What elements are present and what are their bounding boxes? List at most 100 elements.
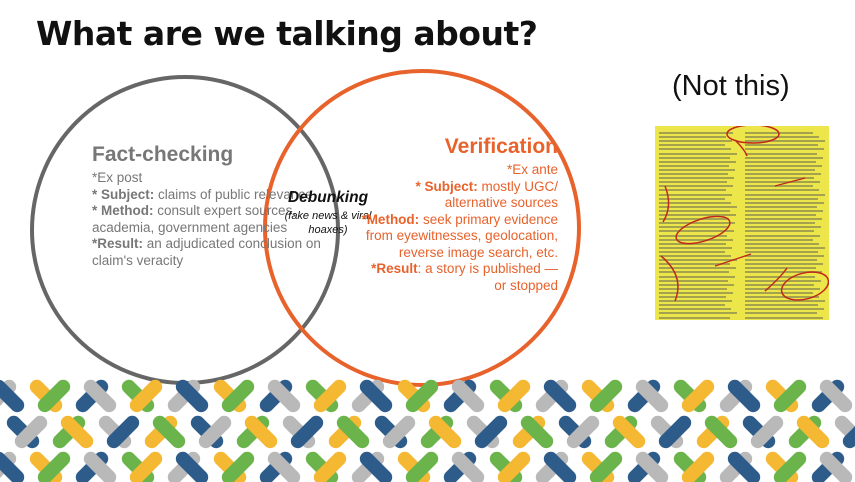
pattern-pill (497, 379, 531, 413)
document-text-line (745, 148, 824, 151)
document-text-line (745, 304, 818, 307)
document-text-line (745, 156, 823, 159)
pattern-pill (451, 379, 485, 413)
verification-result: *Result: a story is published — or stopp… (358, 261, 558, 294)
pattern-pill (244, 415, 278, 449)
document-text-line (659, 246, 732, 249)
document-text-line (659, 148, 731, 151)
pattern-pill (474, 415, 508, 449)
result-text: : a story is published — or stopped (417, 261, 558, 293)
document-text-line (745, 144, 818, 147)
pattern-pill (152, 415, 186, 449)
pattern-pill (543, 379, 577, 413)
document-text-line (659, 222, 735, 225)
pattern-pill (543, 451, 577, 482)
document-text-line (659, 259, 737, 262)
document-text-line (745, 177, 814, 180)
method-label: * Method: (92, 203, 154, 218)
pattern-pill (405, 451, 439, 482)
pattern-pill (359, 451, 393, 482)
pattern-pill (405, 379, 439, 413)
document-text-line (659, 132, 733, 134)
document-text-line (745, 234, 820, 237)
subject-text: claims of public relevance (154, 186, 313, 202)
document-text-line (745, 173, 821, 175)
pattern-pill (589, 451, 623, 482)
pattern-pill (635, 451, 669, 482)
method-label: *Method: (361, 211, 420, 227)
document-text-line (659, 271, 729, 274)
debunking-title: Debunking (287, 189, 369, 206)
document-text-line (659, 226, 728, 229)
document-text-line (659, 308, 731, 311)
pattern-pill (83, 451, 117, 482)
document-text-line (745, 283, 814, 286)
document-text-line (745, 300, 825, 303)
pattern-pill (0, 379, 25, 413)
fact-checking-block: Fact-checking *Ex post * Subject: claims… (92, 142, 322, 269)
pattern-pill (658, 415, 692, 449)
pattern-pill (520, 415, 554, 449)
document-text-line (745, 193, 825, 196)
pattern-pill (60, 415, 94, 449)
debunking-block: Debunking (fake news & viral hoaxes) (280, 188, 376, 237)
document-text-line (745, 263, 823, 266)
pattern-pill (750, 415, 784, 449)
document-text-line (745, 189, 819, 192)
pattern-pill (428, 415, 462, 449)
pattern-pill (842, 415, 855, 449)
document-text-line (659, 230, 734, 233)
document-text-line (745, 250, 818, 253)
document-text-line (659, 193, 732, 196)
method-text: seek primary evidence from eyewitnesses,… (365, 211, 558, 260)
pattern-pill (267, 379, 301, 413)
document-text-line (745, 296, 819, 298)
pattern-pill (796, 415, 830, 449)
pattern-pill (704, 415, 738, 449)
result-text: an adjudicated conclusion on claim's ver… (92, 236, 321, 268)
verification-subject: * Subject: mostly UGC/ alternative sourc… (358, 179, 558, 212)
pattern-pill (451, 451, 485, 482)
document-text-line (659, 263, 730, 266)
document-text-line (745, 279, 821, 282)
document-text-line (745, 255, 824, 257)
pattern-pill (290, 415, 324, 449)
document-text-line (659, 287, 727, 290)
document-text-line (745, 197, 818, 200)
document-text-line (659, 152, 737, 155)
document-text-line (745, 308, 824, 311)
document-text-line (659, 205, 737, 208)
result-label: *Result: (92, 236, 144, 251)
document-text-line (745, 312, 817, 315)
subject-label: * Subject: (92, 186, 155, 202)
document-text-line (745, 259, 817, 262)
document-text-line (745, 140, 825, 143)
pattern-pill (635, 379, 669, 413)
pattern-pill (773, 451, 807, 482)
document-text-line (745, 246, 825, 249)
document-text-line (745, 316, 823, 319)
document-text-line (659, 218, 729, 221)
pattern-pill (681, 451, 715, 482)
fact-checking-subject: * Subject: claims of public relevance (92, 187, 322, 204)
annotated-document-image (655, 126, 829, 320)
fact-checking-result: *Result: an adjudicated conclusion on cl… (92, 236, 322, 269)
document-text-line (659, 238, 733, 241)
pattern-pill (681, 379, 715, 413)
document-text-line (659, 312, 737, 315)
document-text-line (659, 291, 733, 294)
pattern-pill (83, 379, 117, 413)
document-text-line (745, 185, 813, 188)
document-text-line (745, 291, 813, 294)
pattern-pill (313, 379, 347, 413)
document-text-line (659, 177, 734, 180)
pattern-pill (106, 415, 140, 449)
document-text-line (659, 296, 726, 298)
pattern-pill (221, 451, 255, 482)
pattern-pill (175, 451, 209, 482)
document-text-line (745, 226, 821, 229)
pattern-pill (727, 379, 761, 413)
subject-label: * Subject: (415, 178, 478, 194)
pattern-pill (37, 451, 71, 482)
document-text-line (659, 234, 727, 237)
